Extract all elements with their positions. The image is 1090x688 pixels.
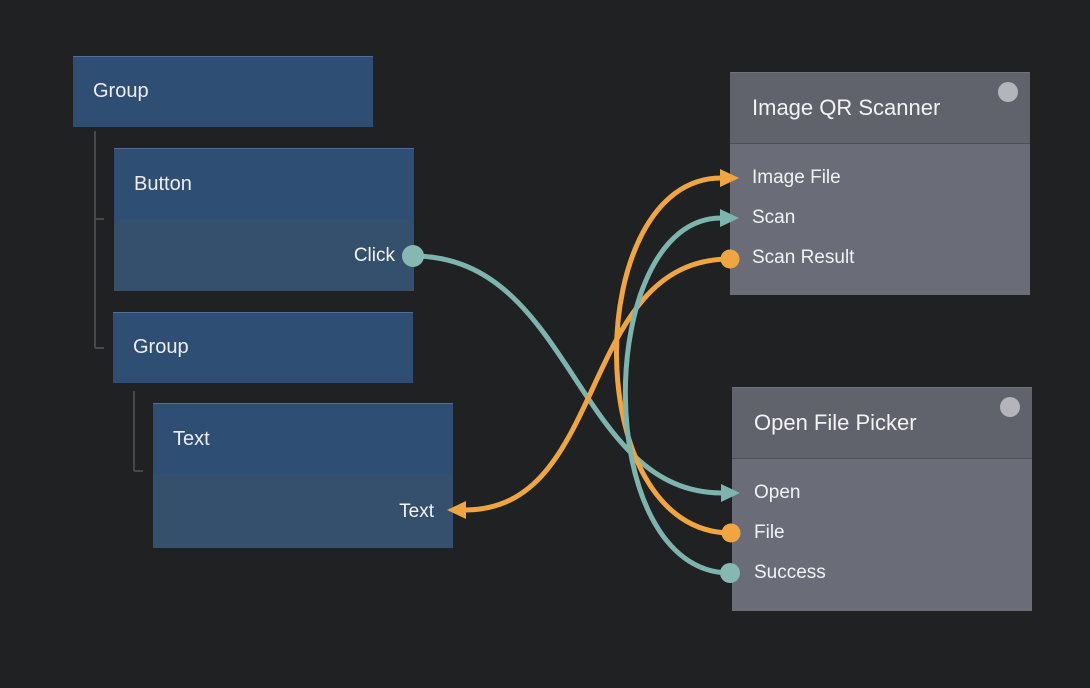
tree-node-label: Group: [133, 336, 189, 358]
port-marker-file-output-icon[interactable]: [721, 523, 741, 543]
arrowhead-open-input-icon[interactable]: [721, 484, 740, 502]
tree-node-text-header[interactable]: Text: [153, 403, 453, 475]
tree-node-group-1[interactable]: Group: [73, 56, 373, 127]
arrowhead-imagefile-input-icon[interactable]: [720, 169, 739, 187]
port-row-scan-result: Scan Result: [752, 247, 855, 268]
port-label-click: Click: [353, 245, 395, 266]
tree-branch-lines: [94, 131, 143, 472]
wire-file-to-imagefile[interactable]: [614, 175, 734, 536]
node-status-circle-icon[interactable]: [998, 82, 1018, 102]
port-label-text: Text: [399, 501, 434, 522]
arrowhead-text-input-icon[interactable]: [447, 501, 466, 519]
wire-scanresult-to-text[interactable]: [462, 256, 733, 513]
node-title: Image QR Scanner: [752, 95, 941, 120]
port-marker-success-output-icon[interactable]: [720, 563, 740, 583]
tree-node-group-2-header[interactable]: Group: [113, 312, 413, 383]
node-header[interactable]: Open File Picker: [732, 387, 1032, 459]
tree-node-button[interactable]: Button Click: [114, 148, 414, 291]
wire-click-to-open[interactable]: [410, 253, 725, 496]
tree-node-button-header[interactable]: Button: [114, 148, 414, 220]
tree-node-group-2[interactable]: Group: [113, 312, 413, 383]
port-marker-click-output-icon[interactable]: [402, 245, 424, 267]
tree-node-group-1-header[interactable]: Group: [73, 56, 373, 127]
port-marker-scan-result-output-icon[interactable]: [720, 249, 740, 269]
arrowhead-scan-input-icon[interactable]: [720, 209, 739, 227]
port-row-image-file: Image File: [752, 167, 841, 188]
port-row-file: File: [754, 522, 785, 543]
tree-node-text[interactable]: Text Text: [153, 403, 453, 548]
port-row-scan: Scan: [752, 207, 796, 228]
tree-node-label: Group: [93, 80, 149, 102]
node-image-qr-scanner[interactable]: Image QR Scanner Image File Scan Scan Re…: [730, 72, 1030, 295]
tree-node-button-ports: Click: [114, 220, 414, 291]
port-row-open: Open: [754, 482, 801, 503]
node-open-file-picker[interactable]: Open File Picker Open File Success: [732, 387, 1032, 611]
node-title: Open File Picker: [754, 410, 917, 435]
node-header[interactable]: Image QR Scanner: [730, 72, 1030, 144]
port-row-success: Success: [754, 562, 826, 583]
wire-success-to-scan[interactable]: [622, 215, 733, 576]
tree-node-label: Button: [134, 173, 192, 195]
node-status-circle-icon[interactable]: [1000, 397, 1020, 417]
tree-node-text-ports: Text: [153, 475, 453, 548]
tree-node-label: Text: [173, 428, 210, 450]
